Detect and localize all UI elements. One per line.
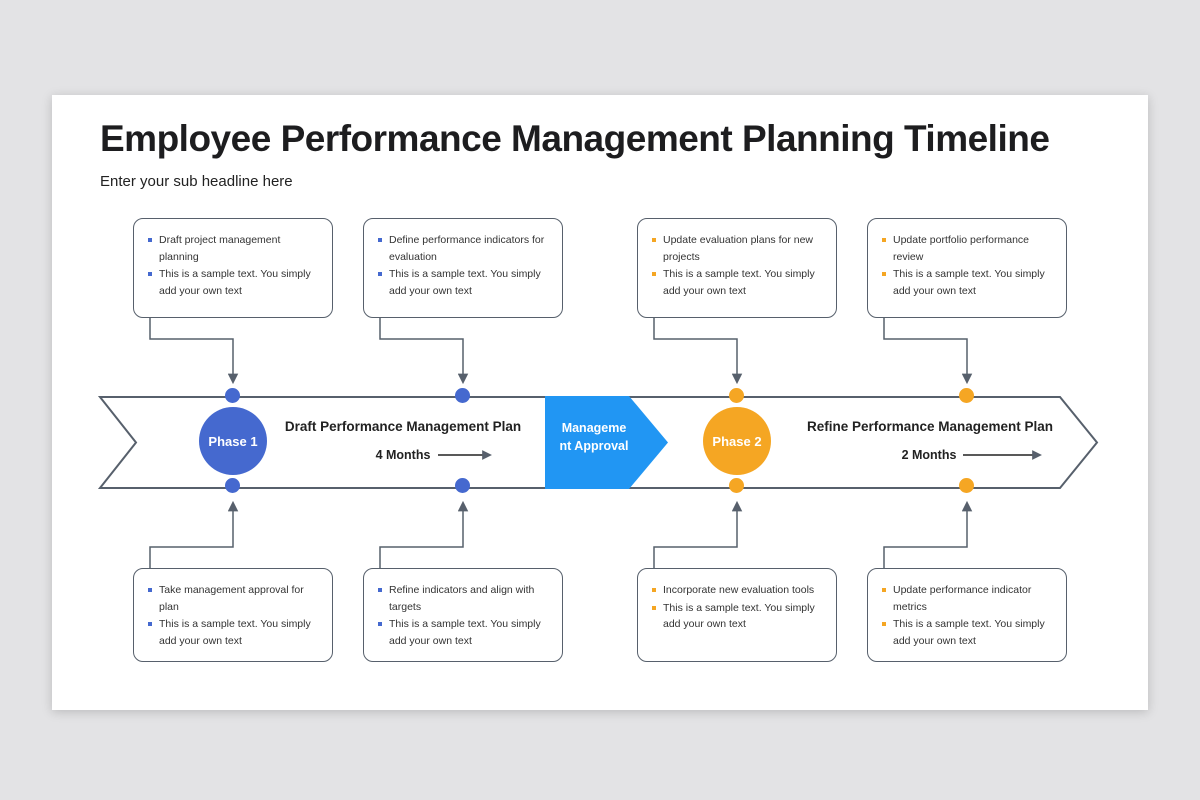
approval-label-line2: nt Approval [559, 439, 629, 454]
callout-bottom-4: Update performance indicator metrics Thi… [867, 568, 1067, 662]
connector-bottom-2 [379, 500, 469, 568]
callout-top-3: Update evaluation plans for new projects… [637, 218, 837, 318]
phase-2-node: Phase 2 [703, 407, 771, 475]
milestone-dot [729, 388, 744, 403]
callout-text: This is a sample text. You simply add yo… [389, 268, 541, 297]
bullet-marker [378, 272, 382, 277]
milestone-dot [225, 478, 240, 493]
milestone-dot [455, 388, 470, 403]
connector-top-1 [149, 318, 239, 385]
phase-2-label: Phase 2 [712, 433, 762, 449]
callout-text: This is a sample text. You simply add yo… [893, 268, 1045, 297]
callout-text: Update portfolio performance review [893, 234, 1029, 263]
bullet-marker [882, 622, 886, 627]
bullet-marker [882, 238, 886, 242]
bullet-marker [652, 588, 656, 592]
bullet-marker [378, 238, 382, 242]
bullet-marker [148, 588, 152, 592]
callout-text: This is a sample text. You simply add yo… [663, 268, 815, 297]
approval-label-line1: Manageme [561, 421, 627, 435]
bullet-marker [148, 622, 152, 627]
phase-1-node: Phase 1 [199, 407, 267, 475]
milestone-dot [729, 478, 744, 493]
milestone-dot [455, 478, 470, 493]
segment-1-title: Draft Performance Management Plan [284, 419, 522, 434]
bullet-marker [882, 588, 886, 592]
callout-text: This is a sample text. You simply add yo… [389, 618, 541, 647]
callout-bottom-2: Refine indicators and align with targets… [363, 568, 563, 662]
segment-2-duration: 2 Months [901, 448, 957, 462]
connector-top-2 [379, 318, 469, 385]
connector-top-3 [653, 318, 743, 385]
callout-text: This is a sample text. You simply add yo… [893, 618, 1045, 647]
callout-text: Update performance indicator metrics [893, 584, 1032, 613]
milestone-dot [959, 388, 974, 403]
callout-top-2: Define performance indicators for evalua… [363, 218, 563, 318]
callout-text: This is a sample text. You simply add yo… [159, 618, 311, 647]
page-subtitle: Enter your sub headline here [100, 173, 293, 190]
callout-top-4: Update portfolio performance review This… [867, 218, 1067, 318]
callout-text: This is a sample text. You simply add yo… [159, 268, 311, 297]
approval-label: Manageme nt Approval [548, 419, 640, 455]
bullet-marker [378, 588, 382, 592]
callout-bottom-3: Incorporate new evaluation tools This is… [637, 568, 837, 662]
callout-text: Define performance indicators for evalua… [389, 234, 545, 263]
callout-text: Update evaluation plans for new projects [663, 234, 814, 263]
connector-bottom-4 [883, 500, 973, 568]
segment-1-duration: 4 Months [375, 448, 431, 462]
phase-1-label: Phase 1 [208, 433, 258, 449]
callout-text: Take management approval for plan [159, 584, 304, 613]
callout-text: Refine indicators and align with targets [389, 584, 535, 613]
milestone-dot [225, 388, 240, 403]
callout-text: Draft project management planning [159, 234, 281, 263]
segment-2-title: Refine Performance Management Plan [806, 419, 1054, 434]
milestone-dot [959, 478, 974, 493]
callout-top-1: Draft project management planning This i… [133, 218, 333, 318]
bullet-marker [652, 238, 656, 242]
connector-bottom-3 [653, 500, 743, 568]
connector-bottom-1 [149, 500, 239, 568]
approval-arrow-shape [545, 396, 668, 489]
page-title: Employee Performance Management Planning… [100, 118, 1050, 159]
callout-bottom-1: Take management approval for plan This i… [133, 568, 333, 662]
bullet-marker [378, 622, 382, 627]
callout-text: This is a sample text. You simply add yo… [663, 601, 815, 631]
connector-top-4 [883, 318, 973, 385]
bullet-marker [882, 272, 886, 277]
bullet-marker [652, 605, 656, 610]
callout-text: Incorporate new evaluation tools [663, 584, 815, 596]
bullet-marker [148, 272, 152, 277]
bullet-marker [148, 238, 152, 242]
bullet-marker [652, 272, 656, 277]
